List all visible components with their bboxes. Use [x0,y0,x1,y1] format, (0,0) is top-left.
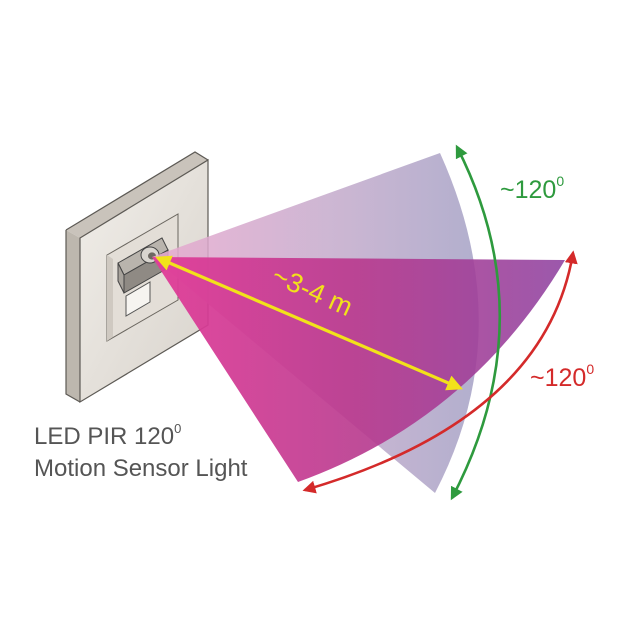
horizontal-detection-cone [152,257,565,482]
product-name-line2: Motion Sensor Light [34,455,248,482]
horizontal-angle-arrow [302,250,578,494]
horizontal-angle-label: ~1200 [530,361,594,392]
product-name-line1: LED PIR 1200 [34,421,181,450]
vertical-angle-label: ~1200 [500,173,564,204]
pir-sensor-icon [117,237,169,317]
